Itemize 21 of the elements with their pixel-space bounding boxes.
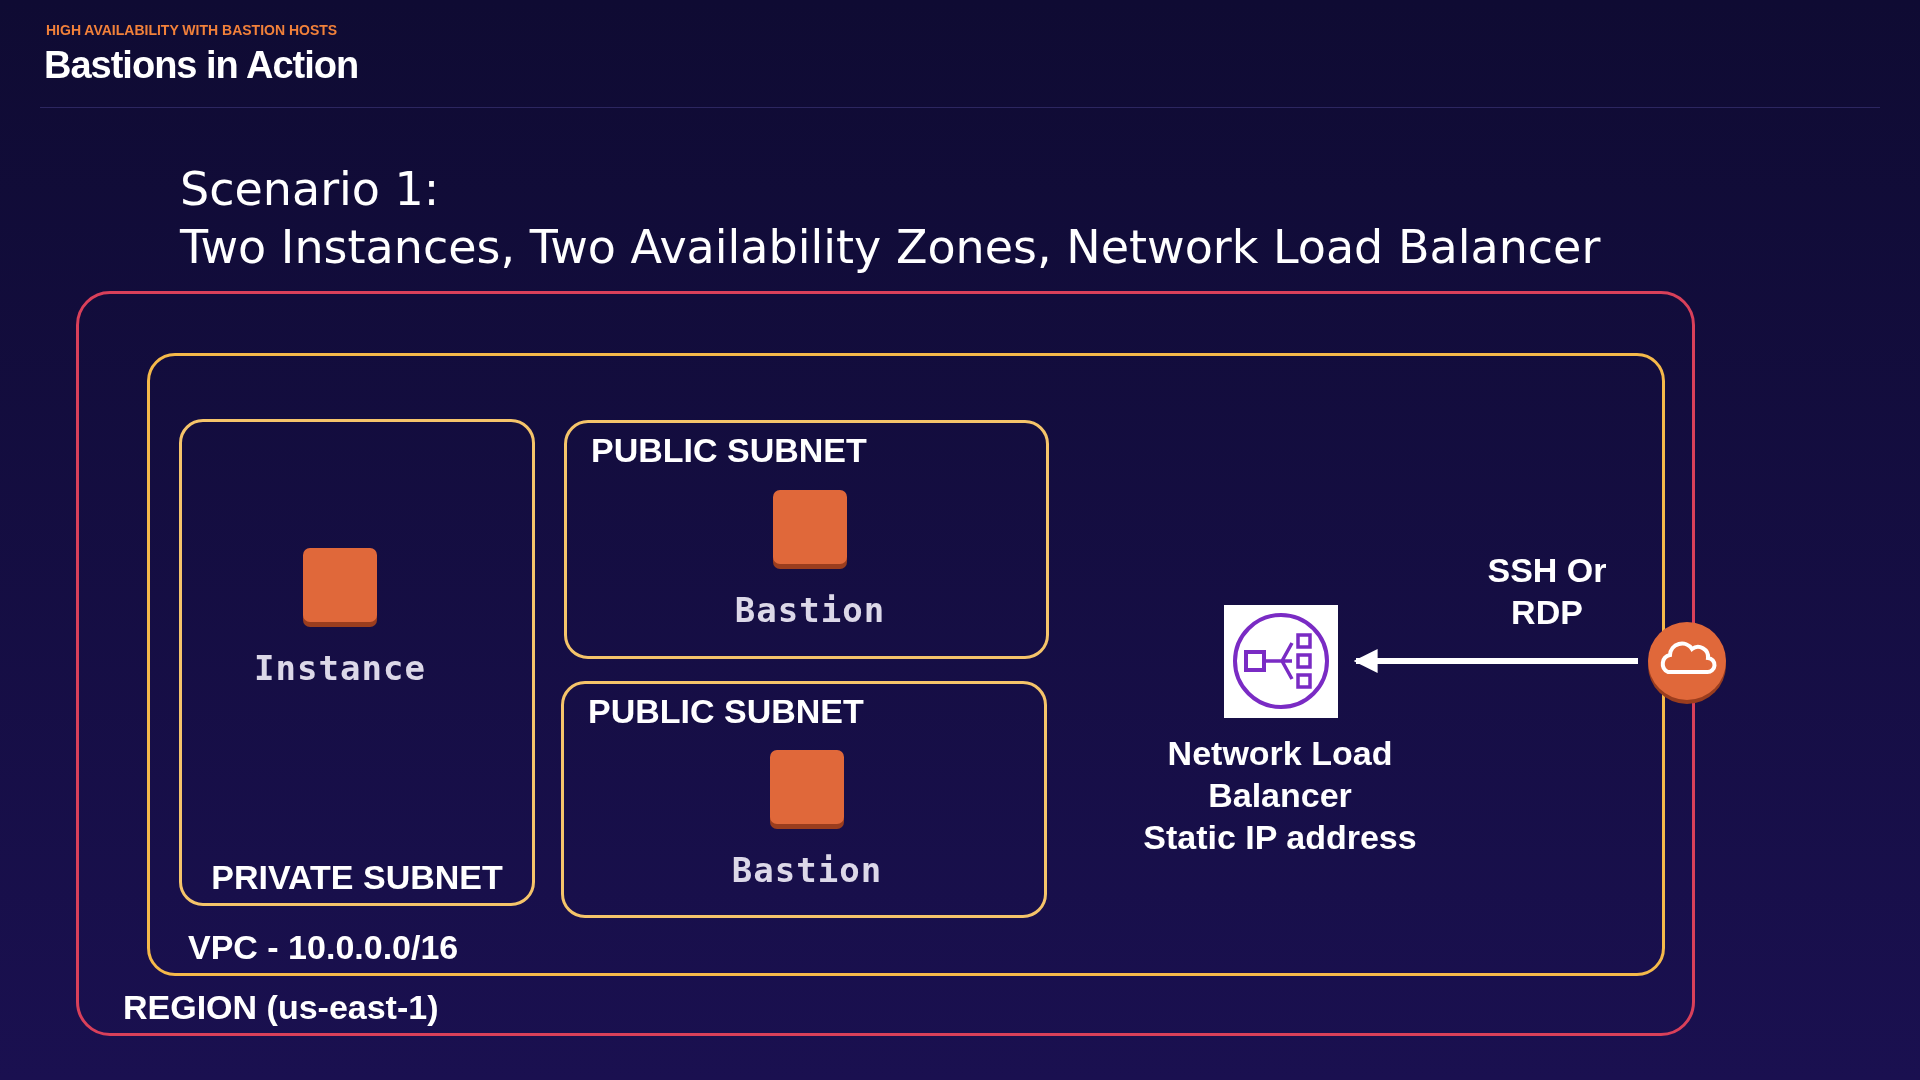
arrow <box>1353 649 1638 673</box>
vpc-label: VPC - 10.0.0.0/16 <box>188 928 459 967</box>
region-label: REGION (us-east-1) <box>123 988 439 1027</box>
instance-label: Bastion <box>730 850 884 890</box>
subnet-label: PRIVATE SUBNET <box>210 858 504 897</box>
section-kicker: HIGH AVAILABILITY WITH BASTION HOSTS <box>46 22 338 38</box>
subnet-box <box>561 681 1047 918</box>
load-balancer-label: Network Load Balancer <box>1166 733 1394 816</box>
subnet-label: PUBLIC SUBNET <box>588 692 864 731</box>
instance-label: Instance <box>253 648 427 688</box>
region-boundary <box>76 291 1695 1036</box>
scenario-description: Two Instances, Two Availability Zones, Network Load Balancer <box>180 220 1601 274</box>
subnet-box <box>564 420 1049 659</box>
subnet-box <box>179 419 535 906</box>
vpc-boundary <box>147 353 1665 976</box>
load-balancer-label: Static IP address <box>1143 817 1417 858</box>
subnet-label: PUBLIC SUBNET <box>591 431 867 470</box>
instance-label: Bastion <box>733 590 887 630</box>
edge-label: SSH Or RDP <box>1486 550 1608 633</box>
slide-title: Bastions in Action <box>44 44 359 87</box>
scenario-heading: Scenario 1: <box>180 162 440 216</box>
